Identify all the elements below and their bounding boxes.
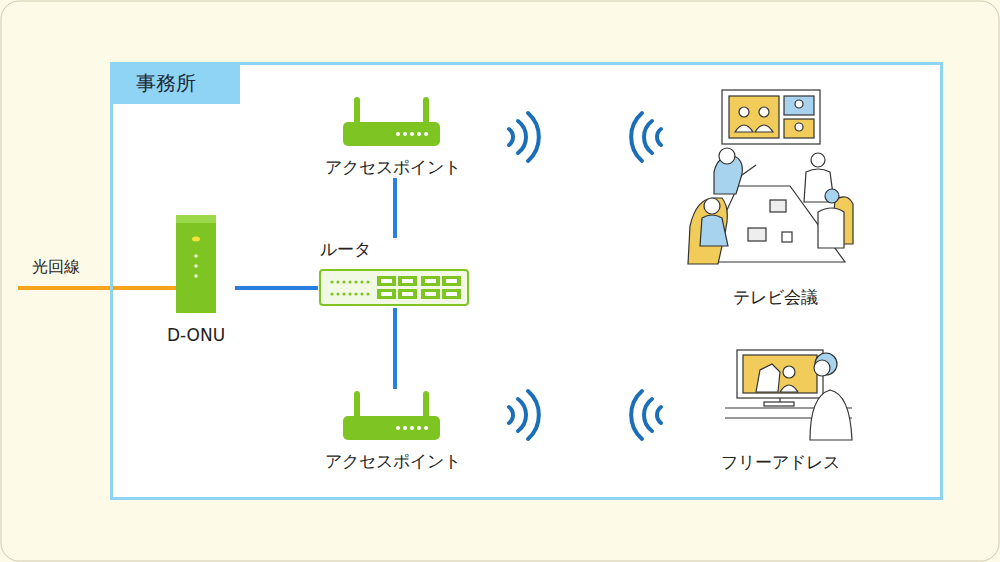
node-label: テレビ会議 (677, 286, 873, 308)
node-label: アクセスポイント (312, 450, 473, 472)
node-label: アクセスポイント (312, 156, 473, 178)
lan-cable (393, 178, 397, 238)
office-ground (110, 62, 943, 500)
router-icon (320, 270, 468, 305)
lan-cable (393, 308, 397, 389)
office-border (112, 64, 942, 499)
node-label: フリーアドレス (697, 451, 863, 473)
office-region: D-ONUルータアクセスポイントテレビ会議アクセスポイントフリーアドレス事務所 (110, 62, 943, 500)
onu-icon (176, 215, 216, 313)
lan-cable (235, 286, 318, 290)
free-address-illustration (725, 350, 852, 440)
wireless-wave (509, 391, 539, 439)
access-point: アクセスポイント (312, 389, 473, 472)
router-device: ルータ (318, 238, 470, 308)
node-label: 事務所 (110, 62, 240, 104)
fiber-line (18, 286, 178, 290)
line-label: 光回線 (30, 257, 82, 277)
wireless-wave (631, 391, 661, 439)
access-point-icon (343, 100, 440, 146)
video-conference: テレビ会議 (677, 86, 873, 308)
node-label: ルータ (320, 238, 371, 260)
onu-device: D-ONU (157, 212, 235, 346)
access-point-icon (343, 394, 440, 440)
access-point: アクセスポイント (312, 95, 473, 178)
wireless-wave (631, 113, 661, 161)
free-address: フリーアドレス (697, 343, 863, 473)
wireless-wave (509, 113, 539, 161)
video-conference-illustration (688, 90, 853, 264)
node-label: D-ONU (157, 324, 235, 346)
